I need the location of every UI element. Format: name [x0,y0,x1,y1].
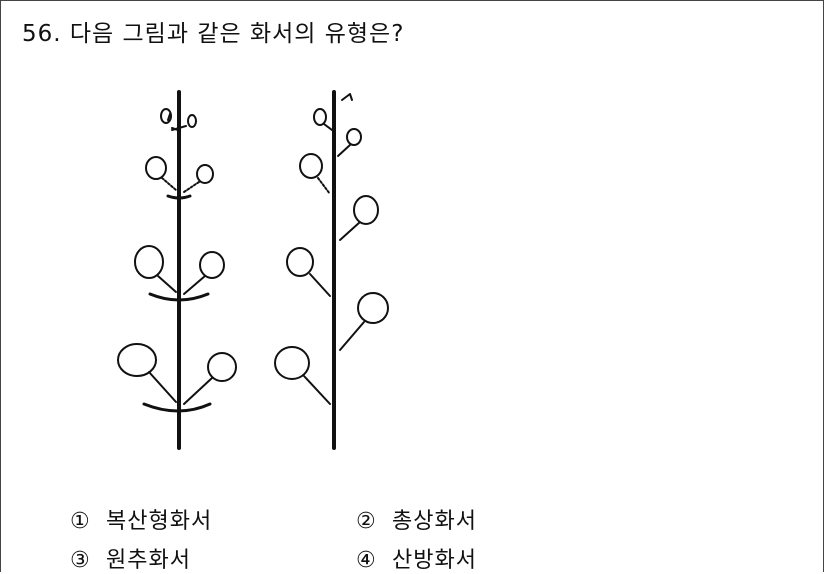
choice-2-marker: ② [356,509,377,534]
choice-1[interactable]: ① 복산형화서 [70,503,212,535]
choice-3-label: 원추화서 [106,548,191,573]
choice-2[interactable]: ② 총상화서 [356,503,477,535]
right-inflorescence-drawing [274,90,389,450]
choice-1-marker: ① [70,509,91,534]
question-text: 다음 그림과 같은 화서의 유형은? [69,21,405,47]
left-inflorescence-drawing [117,90,237,450]
choice-4-marker: ④ [356,548,377,573]
choice-2-label: 총상화서 [392,509,477,534]
choice-3-marker: ③ [70,548,91,573]
choice-3[interactable]: ③ 원추화서 [70,542,191,574]
question-title: 56. 다음 그림과 같은 화서의 유형은? [22,14,404,48]
choice-4-label: 산방화서 [392,548,477,573]
question-number: 56. [22,21,62,47]
choice-1-label: 복산형화서 [106,509,213,534]
choice-4[interactable]: ④ 산방화서 [356,542,477,574]
